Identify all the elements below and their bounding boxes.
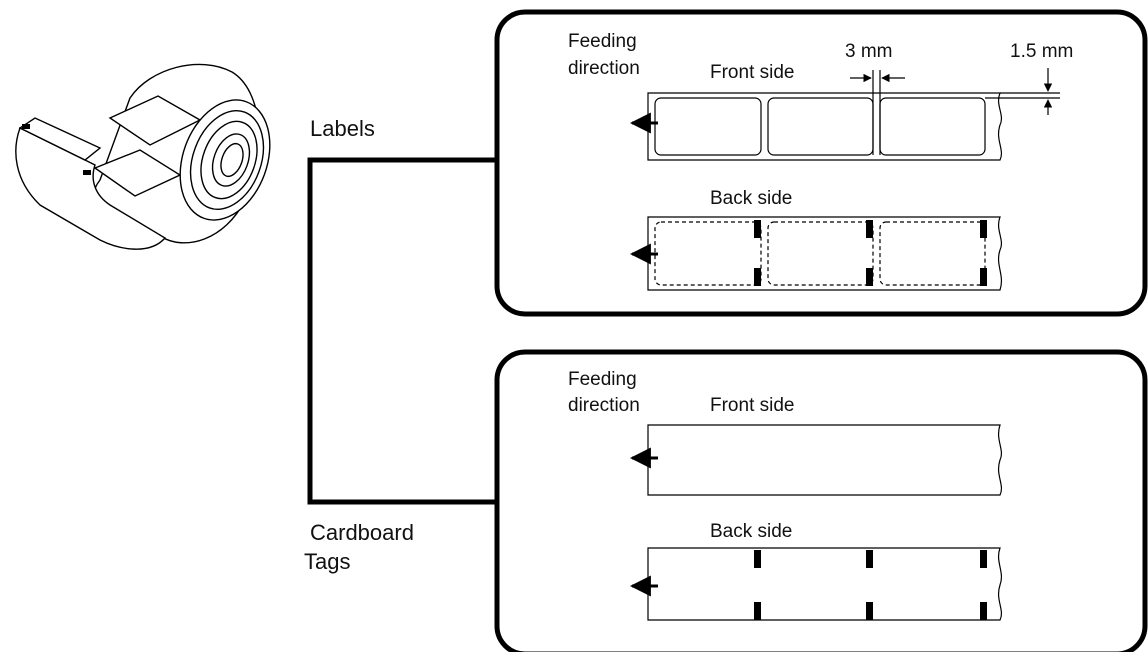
labels-front-side-title: Front side xyxy=(710,62,794,83)
tags-feeding-line2: direction xyxy=(568,395,640,416)
connector-bracket xyxy=(307,157,499,505)
tags-back-strip xyxy=(647,547,1003,621)
labels-back-side-title: Back side xyxy=(710,188,792,209)
tags-panel: Feeding direction Front side Back side xyxy=(494,349,1148,652)
labels-feeding-line1: Feeding xyxy=(568,31,637,52)
labels-gap-dimension: 3 mm xyxy=(845,41,893,62)
tags-back-side-title: Back side xyxy=(710,521,792,542)
tags-front-side-title: Front side xyxy=(710,395,794,416)
labels-title: Labels xyxy=(310,116,375,141)
label-roll-illustration xyxy=(15,63,271,250)
labels-feeding-line2: direction xyxy=(568,58,640,79)
tags-feeding-line1: Feeding xyxy=(568,369,637,390)
labels-front-strip xyxy=(647,68,1060,161)
labels-panel: Feeding direction Front side 3 mm 1.5 mm… xyxy=(494,9,1148,317)
tags-title: Tags xyxy=(304,549,350,574)
tags-front-strip xyxy=(647,424,1003,496)
labels-back-black-marks xyxy=(754,220,987,286)
labels-back-strip xyxy=(647,216,1003,291)
labels-margin-dimension: 1.5 mm xyxy=(1010,41,1073,62)
tags-back-black-marks xyxy=(754,550,987,620)
cardboard-title: Cardboard xyxy=(310,520,414,545)
